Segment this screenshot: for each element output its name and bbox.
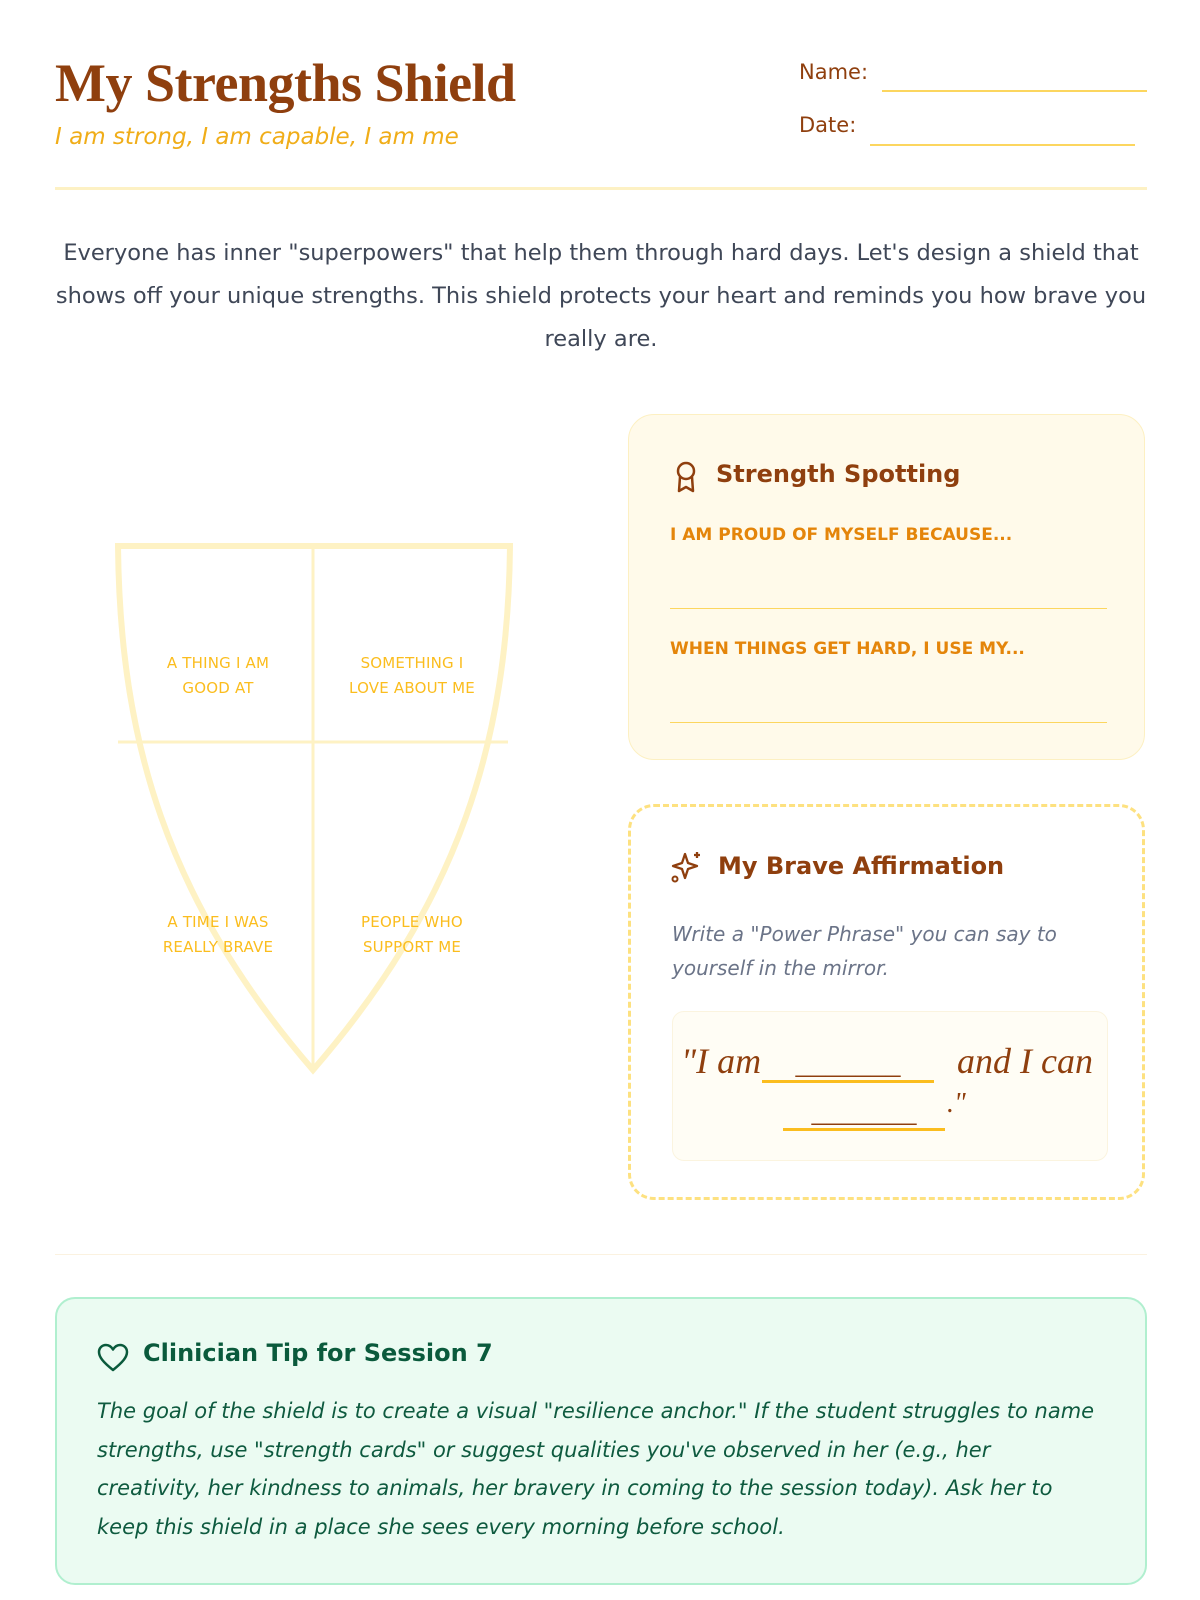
answer-line-proud[interactable] [670, 608, 1107, 609]
affirmation-instructions: Write a "Power Phrase" you can say to yo… [672, 922, 1057, 980]
shield-quadrant-support[interactable]: PEOPLE WHO SUPPORT ME [312, 910, 512, 960]
blank-i-am[interactable]: _______ [762, 1050, 934, 1083]
sparkles-icon [671, 852, 700, 883]
quadrant-label: A TIME I WAS [167, 913, 269, 931]
quadrant-label: PEOPLE WHO [361, 913, 463, 931]
quadrant-label: SOMETHING I [360, 654, 464, 672]
blank-i-can[interactable]: _______ [783, 1098, 945, 1131]
page-subtitle: I am strong, I am capable, I am me [55, 124, 459, 150]
award-icon [676, 461, 696, 493]
name-label: Name: [799, 60, 869, 84]
shield-outline [114, 543, 514, 1075]
quadrant-label: REALLY BRAVE [162, 938, 274, 956]
quadrant-label: GOOD AT [182, 679, 254, 697]
header-divider [55, 187, 1147, 190]
prompt-proud: I AM PROUD OF MYSELF BECAUSE... [670, 525, 1013, 545]
clinician-tip-body: The goal of the shield is to create a vi… [97, 1399, 1095, 1539]
shield-quadrant-love-about-me[interactable]: SOMETHING I LOVE ABOUT ME [312, 651, 512, 701]
strengths-shield: A THING I AM GOOD AT SOMETHING I LOVE AB… [110, 540, 520, 1080]
heart-icon [97, 1343, 129, 1372]
quadrant-label: A THING I AM [166, 654, 270, 672]
intro-text: Everyone has inner "superpowers" that he… [55, 240, 1147, 352]
shield-quadrant-good-at[interactable]: A THING I AM GOOD AT [118, 651, 318, 701]
phrase-end: ." [947, 1088, 966, 1119]
page-title: My Strengths Shield [55, 53, 516, 113]
power-phrase-box: "I am _______ and I can _______ ." [672, 1011, 1108, 1161]
quadrant-label: SUPPORT ME [362, 938, 462, 956]
clinician-tip-box: Clinician Tip for Session 7 The goal of … [55, 1297, 1147, 1585]
name-field[interactable] [882, 90, 1147, 92]
affirmation-title: My Brave Affirmation [718, 852, 1005, 880]
date-field[interactable] [870, 144, 1135, 146]
brave-affirmation-card: My Brave Affirmation Write a "Power Phra… [628, 804, 1145, 1200]
phrase-middle: and I can [957, 1041, 1093, 1081]
date-label: Date: [799, 113, 857, 137]
quadrant-label: LOVE ABOUT ME [349, 679, 475, 697]
strength-spotting-title: Strength Spotting [716, 460, 961, 488]
shield-quadrant-brave[interactable]: A TIME I WAS REALLY BRAVE [118, 910, 318, 960]
clinician-tip-title: Clinician Tip for Session 7 [143, 1339, 493, 1367]
strength-spotting-card: Strength Spotting I AM PROUD OF MYSELF B… [628, 414, 1145, 760]
answer-line-hard-times[interactable] [670, 722, 1107, 723]
section-divider [55, 1254, 1147, 1255]
phrase-start: "I am [681, 1041, 762, 1081]
prompt-hard-times: WHEN THINGS GET HARD, I USE MY... [670, 639, 1025, 659]
